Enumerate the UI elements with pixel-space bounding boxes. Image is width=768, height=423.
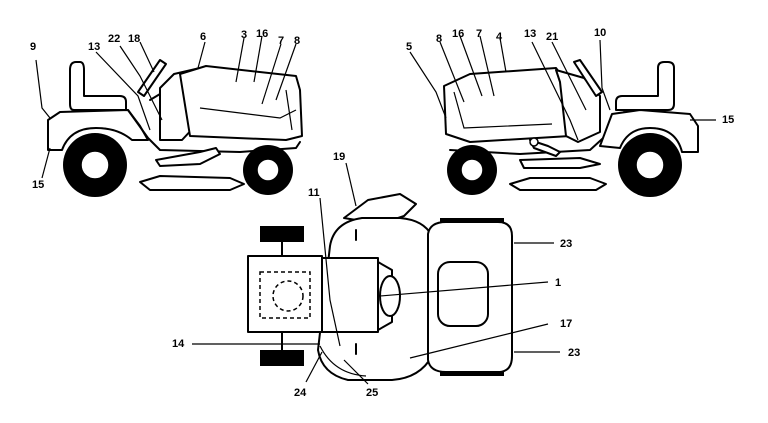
callout-11: 11 [308,187,320,199]
hood-top [247,255,323,333]
left-leader-lines [35,35,297,179]
callout-13: 13 [524,28,536,40]
callout-24: 24 [294,387,307,399]
callout-8: 8 [294,35,300,47]
seat-top [437,261,489,327]
callout-5: 5 [406,41,412,53]
callout-13: 13 [88,41,100,53]
callout-22: 22 [108,33,120,45]
engine-flywheel [272,280,304,312]
callout-17: 17 [560,318,572,330]
seat [69,61,127,111]
hood [443,67,571,143]
right-leader-lines [409,35,716,141]
footrest [519,157,601,169]
front-hub [256,158,280,182]
footrest [155,147,221,167]
hood [179,65,303,141]
callout-9: 9 [30,41,36,53]
left-side-view: 9 13 22 18 6 3 16 7 8 15 [30,28,303,197]
engine-outline [259,271,311,319]
front-tire-top [260,226,304,242]
callout-23-top: 23 [560,238,572,250]
callout-21: 21 [546,31,558,43]
callout-14: 14 [172,338,185,350]
hood-crease [453,91,553,129]
callout-25: 25 [366,387,378,399]
callout-16: 16 [452,28,464,40]
front-tire-bottom [260,350,304,366]
steering-wheel [573,59,603,97]
callout-1: 1 [555,277,561,289]
mower-deck [139,175,245,191]
rear-hub [635,150,665,180]
callout-18: 18 [128,33,140,45]
callout-7: 7 [278,35,284,47]
callout-4: 4 [496,31,503,43]
top-view: 19 11 23 1 17 14 23 24 25 [172,151,580,399]
callout-15: 15 [32,179,44,191]
hood-grille [285,89,293,131]
seat [615,61,675,111]
callout-3: 3 [241,29,247,41]
rear-fender [599,109,699,153]
callout-6: 6 [200,31,206,43]
lever-knob [529,137,539,147]
rear-hub [80,150,110,180]
callout-15: 15 [722,114,734,126]
front-hub [460,158,484,182]
callout-16: 16 [256,28,268,40]
callout-23-bottom: 23 [568,347,580,359]
callout-7: 7 [476,28,482,40]
rear-fender [47,109,149,151]
callout-10: 10 [594,27,606,39]
dash-top [321,257,379,333]
top-leader-lines [192,162,560,385]
hood-crease [199,107,297,119]
callout-8: 8 [436,33,442,45]
right-side-view: 5 8 16 7 4 13 21 10 15 [406,27,734,197]
deck-lip [319,345,367,377]
callout-19: 19 [333,151,345,163]
mower-deck [509,177,607,191]
